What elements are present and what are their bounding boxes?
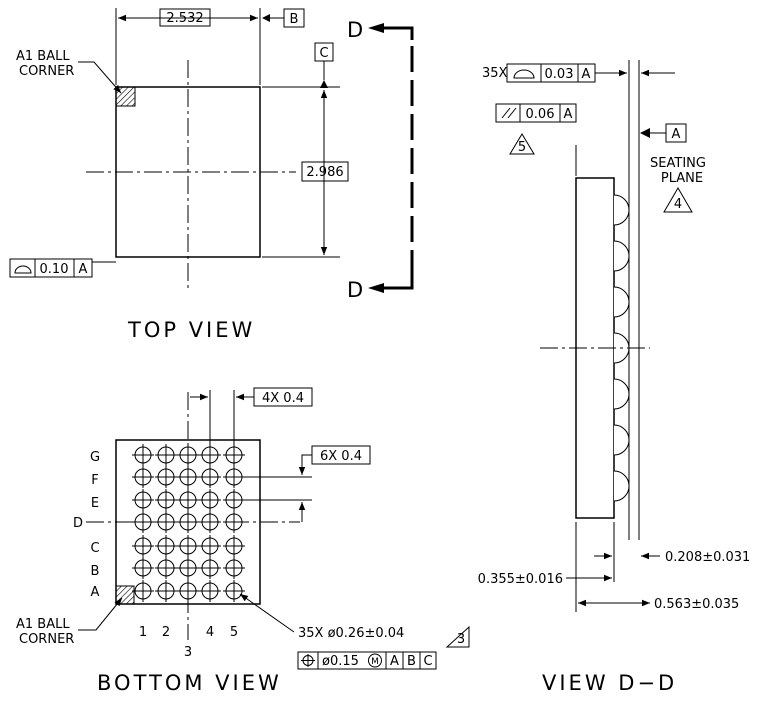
row-label-c: C <box>90 541 99 556</box>
side-ball-profile <box>613 424 630 456</box>
position-tol: ø0.15 <box>322 654 359 669</box>
solder-ball <box>132 444 154 466</box>
position-datum-a: A <box>390 654 399 669</box>
dim-body: 0.355±0.016 <box>478 572 563 587</box>
solder-ball <box>132 466 154 488</box>
ball-note-ref: 3 <box>457 632 465 647</box>
solder-ball <box>155 444 177 466</box>
view-dd: 35X 0.03 A 0.06 A 5 A SEATING PLANE 4 <box>478 60 750 695</box>
datum-b: B <box>290 12 299 27</box>
solder-ball <box>155 466 177 488</box>
a1-corner-label-top-2: CORNER <box>19 64 74 79</box>
profile-value: 0.03 <box>545 67 574 82</box>
solder-ball <box>132 557 154 579</box>
mmc-modifier-icon <box>368 653 382 668</box>
side-ball-profile <box>613 286 630 318</box>
row-label-e: E <box>91 496 99 511</box>
solder-ball <box>132 580 154 602</box>
parallel-ref: 5 <box>518 140 526 155</box>
row-label-d: D <box>73 516 83 531</box>
top-view: 2.532 B 2.986 C A1 BALL CORNER 0.10 A D <box>9 8 414 342</box>
profile-datum: A <box>582 67 591 82</box>
side-ball-profile <box>613 378 630 410</box>
row-label-b: B <box>91 564 100 579</box>
solder-ball <box>155 535 177 557</box>
flatness-value: 0.10 <box>40 262 69 277</box>
a1-corner-label-bottom-1: A1 BALL <box>16 617 70 632</box>
a1-corner-label-top-1: A1 BALL <box>16 49 70 64</box>
position-datum-c: C <box>423 654 432 669</box>
flatness-datum: A <box>79 262 88 277</box>
top-view-title: TOP VIEW <box>127 318 255 342</box>
position-datum-b: B <box>407 654 416 669</box>
col-label-1: 1 <box>139 625 147 640</box>
seating-plane-line1: SEATING <box>650 156 706 171</box>
section-d-top: D <box>347 18 366 42</box>
datum-a: A <box>672 127 681 142</box>
top-width-dim: 2.532 <box>166 11 203 26</box>
seating-plane-line2: PLANE <box>661 171 703 186</box>
profile-surface-icon <box>14 265 32 274</box>
position-mod: M <box>371 657 379 667</box>
ball-diameter-note: 35X ø0.26±0.04 <box>298 626 404 641</box>
solder-ball <box>199 535 221 557</box>
note-ref-triangle-5 <box>509 133 535 155</box>
bottom-view: G F E D C B A 1 2 3 4 5 4X 0.4 6X 0.4 A1… <box>16 387 470 695</box>
dim-standoff: 0.208±0.031 <box>665 550 750 565</box>
solder-ball <box>199 444 221 466</box>
col-label-3: 3 <box>184 645 192 660</box>
parallel-value: 0.06 <box>526 107 555 122</box>
solder-ball <box>223 535 245 557</box>
top-height-dim: 2.986 <box>306 165 343 180</box>
solder-ball <box>223 557 245 579</box>
parallel-datum: A <box>564 107 573 122</box>
solder-ball <box>155 580 177 602</box>
row-label-f: F <box>91 473 98 488</box>
row-label-a: A <box>91 585 100 600</box>
col-label-4: 4 <box>206 625 214 640</box>
parallelism-icon <box>501 107 517 119</box>
solder-ball <box>132 535 154 557</box>
note-ref-triangle-3 <box>445 625 470 648</box>
side-ball-profile <box>613 470 630 502</box>
solder-ball <box>199 466 221 488</box>
position-icon <box>301 654 315 667</box>
seating-ref: 4 <box>674 197 682 212</box>
profile-surface-icon-dd <box>513 69 535 79</box>
solder-ball <box>199 557 221 579</box>
solder-ball <box>132 489 154 511</box>
bottom-view-title: BOTTOM VIEW <box>97 671 282 695</box>
solder-ball <box>199 489 221 511</box>
section-d-bottom: D <box>347 278 366 302</box>
row-label-g: G <box>90 450 100 465</box>
side-ball-profile <box>613 240 630 272</box>
solder-ball <box>223 580 245 602</box>
solder-ball <box>155 557 177 579</box>
profile-count: 35X <box>482 66 508 81</box>
dim-total: 0.563±0.035 <box>654 597 739 612</box>
side-ball-profile <box>613 194 630 226</box>
datum-c: C <box>319 46 328 61</box>
solder-ball <box>199 580 221 602</box>
solder-ball <box>155 489 177 511</box>
col-label-5: 5 <box>230 625 238 640</box>
col-pitch-dim: 4X 0.4 <box>262 391 304 406</box>
a1-corner-label-bottom-2: CORNER <box>19 632 74 647</box>
note-ref-triangle-4 <box>663 187 693 213</box>
view-dd-title: VIEW D−D <box>542 671 677 695</box>
col-label-2: 2 <box>162 625 170 640</box>
row-pitch-dim: 6X 0.4 <box>320 449 362 464</box>
